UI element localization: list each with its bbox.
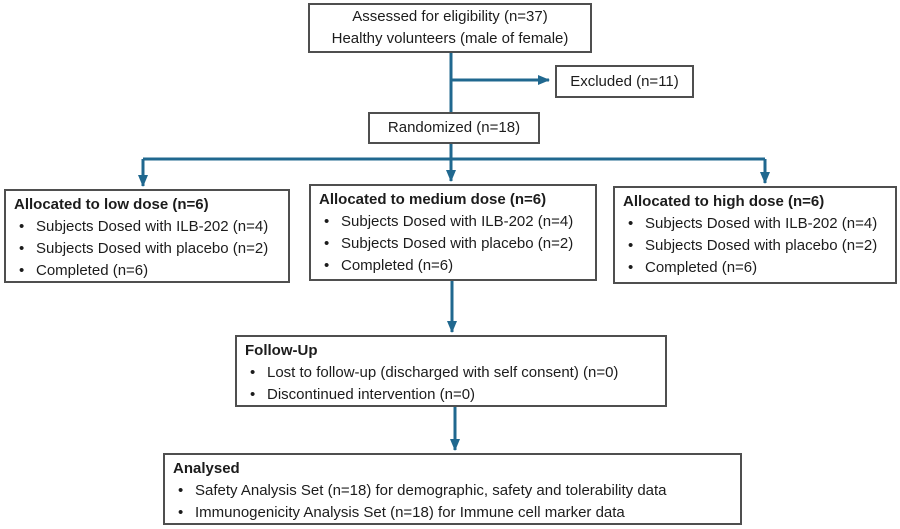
analysed-bullet: Immunogenicity Analysis Set (n=18) for I…: [173, 502, 734, 524]
high-dose-bullets: Subjects Dosed with ILB-202 (n=4) Subjec…: [623, 213, 889, 279]
excluded-box: Excluded (n=11): [555, 65, 694, 98]
high-dose-box: Allocated to high dose (n=6) Subjects Do…: [613, 186, 897, 284]
medium-dose-bullet: Subjects Dosed with placebo (n=2): [319, 233, 589, 255]
randomized-label: Randomized (n=18): [387, 119, 521, 136]
high-dose-bullet: Completed (n=6): [623, 257, 889, 279]
followup-title: Follow-Up: [245, 342, 318, 359]
followup-bullet: Discontinued intervention (n=0): [245, 384, 659, 406]
high-dose-bullet: Subjects Dosed with placebo (n=2): [623, 235, 889, 257]
randomized-box: Randomized (n=18): [368, 112, 540, 144]
analysed-bullet: Safety Analysis Set (n=18) for demograph…: [173, 480, 734, 502]
excluded-label: Excluded (n=11): [570, 72, 679, 90]
analysed-box: Analysed Safety Analysis Set (n=18) for …: [163, 453, 742, 525]
eligibility-box: Assessed for eligibility (n=37) Healthy …: [308, 3, 592, 53]
analysed-bullets: Safety Analysis Set (n=18) for demograph…: [173, 480, 734, 524]
analysed-title: Analysed: [173, 460, 240, 477]
high-dose-title: Allocated to high dose (n=6): [623, 193, 825, 210]
followup-box: Follow-Up Lost to follow-up (discharged …: [235, 335, 667, 407]
medium-dose-bullet: Completed (n=6): [319, 255, 589, 277]
low-dose-title: Allocated to low dose (n=6): [14, 196, 209, 213]
low-dose-bullets: Subjects Dosed with ILB-202 (n=4) Subjec…: [14, 216, 282, 282]
high-dose-bullet: Subjects Dosed with ILB-202 (n=4): [623, 213, 889, 235]
low-dose-box: Allocated to low dose (n=6) Subjects Dos…: [4, 189, 290, 283]
eligibility-line1: Assessed for eligibility (n=37): [352, 8, 548, 25]
medium-dose-box: Allocated to medium dose (n=6) Subjects …: [309, 184, 597, 281]
medium-dose-bullet: Subjects Dosed with ILB-202 (n=4): [319, 211, 589, 233]
low-dose-bullet: Subjects Dosed with ILB-202 (n=4): [14, 216, 282, 238]
followup-bullet: Lost to follow-up (discharged with self …: [245, 362, 659, 384]
medium-dose-title: Allocated to medium dose (n=6): [319, 191, 547, 208]
low-dose-bullet: Subjects Dosed with placebo (n=2): [14, 238, 282, 260]
followup-bullets: Lost to follow-up (discharged with self …: [245, 362, 659, 406]
eligibility-line2: Healthy volunteers (male of female): [331, 30, 569, 47]
low-dose-bullet: Completed (n=6): [14, 260, 282, 282]
medium-dose-bullets: Subjects Dosed with ILB-202 (n=4) Subjec…: [319, 211, 589, 277]
